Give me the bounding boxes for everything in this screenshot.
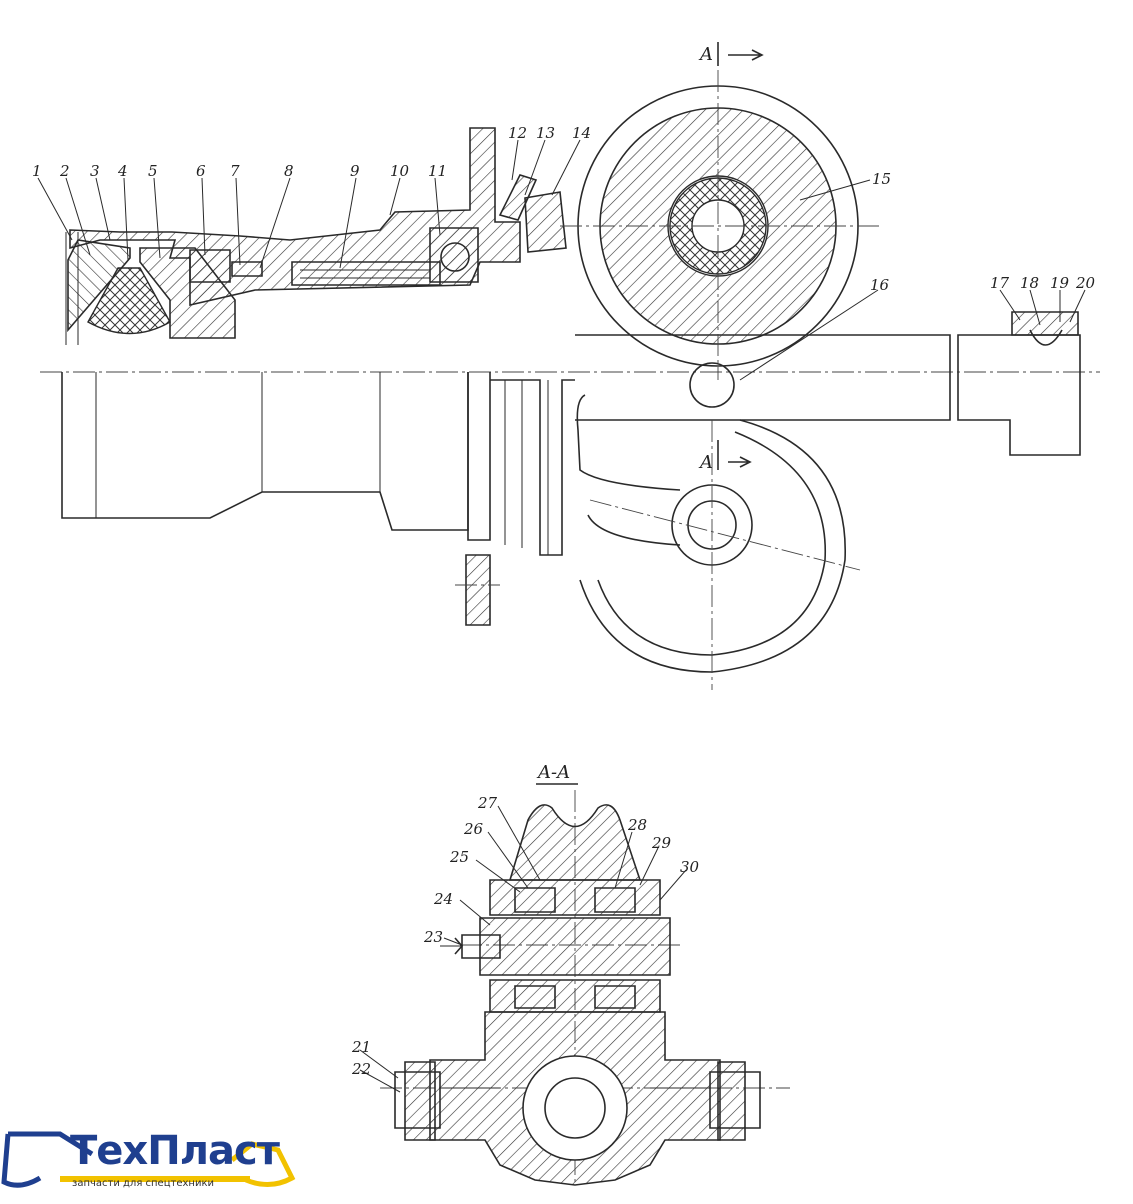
part-label-23: 23 bbox=[423, 928, 443, 946]
bearing-28 bbox=[594, 887, 636, 913]
part-label-9: 9 bbox=[350, 162, 360, 180]
rubber-element-4 bbox=[87, 267, 171, 335]
part-label-21: 21 bbox=[351, 1038, 371, 1056]
part-label-5: 5 bbox=[148, 162, 158, 180]
bearing-25 bbox=[514, 887, 556, 913]
coupling-right-half bbox=[139, 247, 236, 339]
shaft bbox=[575, 334, 951, 421]
left-nut-22 bbox=[404, 1061, 436, 1141]
logo-name: ТехПласт bbox=[70, 1128, 280, 1174]
section-letter-top: A bbox=[698, 44, 713, 65]
part-label-12: 12 bbox=[508, 124, 527, 142]
logo-tagline: запчасти для спецтехники bbox=[72, 1178, 214, 1189]
bracket-foot bbox=[465, 554, 491, 626]
bearing-ball bbox=[440, 242, 470, 272]
part-label-27: 27 bbox=[477, 794, 498, 812]
grease-fitting-12 bbox=[498, 174, 538, 221]
part-label-18: 18 bbox=[1020, 274, 1039, 292]
flange-lower bbox=[467, 372, 575, 556]
part-label-11: 11 bbox=[428, 162, 447, 180]
part-label-20: 20 bbox=[1075, 274, 1096, 292]
section-letter-bottom: A bbox=[698, 452, 713, 473]
part-label-25: 25 bbox=[449, 848, 469, 866]
part-label-10: 10 bbox=[390, 162, 410, 180]
part-label-4: 4 bbox=[117, 162, 128, 180]
main-view: A A bbox=[40, 42, 1100, 690]
yoke-bore bbox=[544, 1077, 606, 1139]
shaft-end bbox=[957, 334, 1081, 456]
section-arrow-bottom bbox=[728, 456, 752, 468]
roller-16 bbox=[689, 362, 735, 408]
housing-lower bbox=[61, 372, 469, 531]
part-label-14: 14 bbox=[572, 124, 591, 142]
part-label-19: 19 bbox=[1050, 274, 1070, 292]
part-label-28: 28 bbox=[627, 816, 647, 834]
section-view: A-A bbox=[380, 762, 790, 1186]
part-label-30: 30 bbox=[680, 858, 700, 876]
spline-9 bbox=[291, 261, 441, 286]
part-labels-main: 1 2 3 4 5 6 7 8 9 10 11 12 13 14 15 16 1… bbox=[32, 124, 1096, 294]
leaders-main bbox=[37, 139, 1086, 381]
part-label-13: 13 bbox=[536, 124, 555, 142]
part-label-6: 6 bbox=[196, 162, 206, 180]
lower-disk bbox=[579, 419, 846, 673]
part-label-8: 8 bbox=[284, 162, 294, 180]
excavator-icon bbox=[1, 1131, 296, 1188]
part-label-17: 17 bbox=[990, 274, 1010, 292]
brand-logo: ТехПласт запчасти для спецтехники bbox=[0, 1120, 310, 1200]
end-bearing-18 bbox=[1029, 329, 1063, 346]
part-label-2: 2 bbox=[59, 162, 70, 180]
part-label-7: 7 bbox=[230, 162, 240, 180]
bolt-head-23 bbox=[461, 934, 501, 959]
right-nut bbox=[717, 1061, 746, 1141]
part-label-15: 15 bbox=[872, 170, 891, 188]
part-label-16: 16 bbox=[870, 276, 890, 294]
lever-arm bbox=[576, 394, 681, 546]
section-title: A-A bbox=[536, 762, 570, 783]
leaders-section bbox=[359, 805, 687, 1093]
part-labels-section: 21 22 23 24 25 26 27 28 29 30 bbox=[351, 794, 700, 1078]
end-bearing-cap bbox=[1011, 311, 1079, 336]
part-label-1: 1 bbox=[32, 162, 42, 180]
lower-disk-inner bbox=[597, 431, 827, 656]
part-label-24: 24 bbox=[433, 890, 453, 908]
part-label-26: 26 bbox=[463, 820, 484, 838]
part-label-29: 29 bbox=[651, 834, 672, 852]
part-label-22: 22 bbox=[351, 1060, 371, 1078]
axle-24 bbox=[479, 917, 671, 976]
cap-14 bbox=[524, 191, 567, 253]
section-arrow-top bbox=[728, 49, 764, 61]
bearing-housing bbox=[429, 227, 479, 283]
ring-7 bbox=[231, 261, 263, 277]
part-label-3: 3 bbox=[90, 162, 100, 180]
pulley-27 bbox=[508, 804, 642, 881]
